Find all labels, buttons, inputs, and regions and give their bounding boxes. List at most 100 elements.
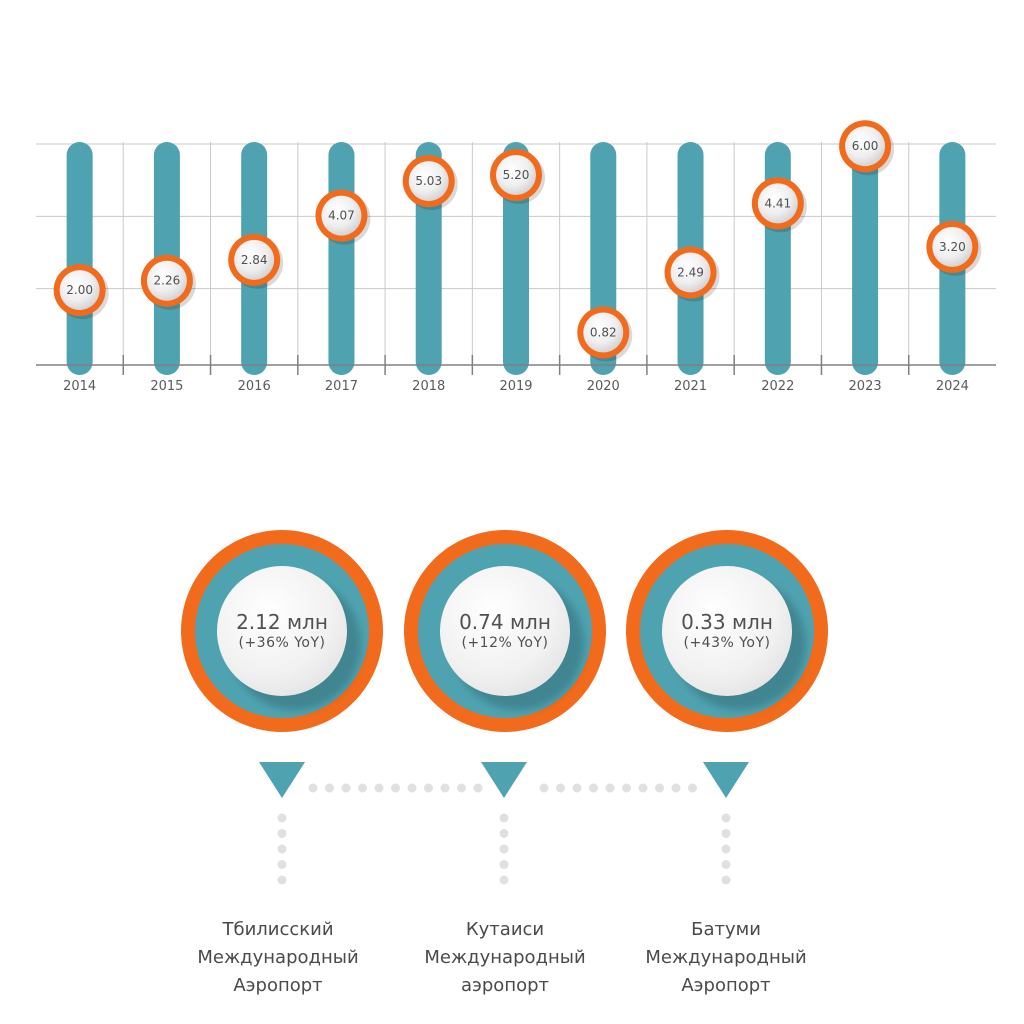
connector-dot — [499, 829, 509, 838]
data-label: 5.20 — [503, 168, 530, 182]
triangle-marker — [703, 762, 749, 798]
data-label: 6.00 — [852, 139, 879, 153]
x-tick-label: 2016 — [238, 379, 271, 394]
bar — [852, 142, 879, 375]
x-tick-label: 2020 — [587, 379, 620, 394]
airport-name-line: Международный — [197, 947, 359, 968]
connector-dot — [277, 813, 287, 823]
connector-dot — [499, 860, 509, 869]
connector-dot — [589, 783, 598, 793]
airport-name-line: аэропорт — [460, 975, 550, 996]
value-marker-center — [670, 252, 711, 293]
connector-dot — [391, 783, 400, 793]
connector-dot — [407, 783, 417, 793]
connector-dot — [499, 813, 509, 823]
triangle-marker — [259, 762, 305, 798]
x-tick-label: 2014 — [63, 379, 96, 394]
airport-card-tbilisi: 2.12 млн (+36% YoY) — [181, 530, 383, 732]
passenger-value: 2.12 млн — [236, 610, 328, 634]
value-marker-center — [146, 260, 187, 301]
connector-dot — [622, 783, 631, 793]
bar — [503, 142, 529, 375]
card-center: 2.12 млн (+36% YoY) — [217, 566, 347, 696]
connector-dot — [457, 783, 466, 793]
connector-dot — [325, 783, 334, 793]
yoy-change: (+12% YoY) — [461, 635, 549, 651]
airport-name-line: Аэропорт — [681, 975, 771, 996]
airport-card-kutaisi: 0.74 млн (+12% YoY) — [404, 530, 606, 732]
connector-dot — [556, 783, 565, 793]
data-label: 3.20 — [939, 240, 966, 254]
data-label: 2.49 — [677, 265, 704, 279]
data-label: 0.82 — [590, 326, 617, 340]
yoy-change: (+36% YoY) — [238, 635, 326, 651]
x-tick-label: 2024 — [936, 379, 969, 394]
connector-dot — [638, 783, 648, 793]
connector-dot — [721, 813, 731, 823]
connector-graphic — [259, 762, 749, 885]
x-tick-label: 2023 — [849, 379, 882, 394]
airport-name-line: Кутаиси — [465, 919, 545, 940]
value-marker-center — [496, 154, 536, 195]
data-label: 4.41 — [764, 196, 791, 210]
data-label: 2.00 — [66, 283, 93, 297]
connector-dot — [358, 783, 367, 793]
connector-dot — [277, 829, 287, 838]
connector-dot — [374, 783, 384, 793]
bar — [328, 142, 355, 375]
data-label: 2.26 — [154, 274, 181, 288]
airport-label-tbilisi: Тбилисский Международный Аэропорт — [158, 916, 398, 1000]
airport-label-batumi: Батуми Международный Аэропорт — [606, 916, 846, 1000]
connector-dot — [440, 783, 450, 793]
connector-dot — [539, 783, 549, 793]
connector-dot — [277, 844, 287, 854]
value-marker-center — [59, 270, 100, 311]
passenger-value: 0.33 млн — [681, 610, 773, 634]
value-marker-center — [932, 226, 973, 267]
x-tick-label: 2015 — [150, 379, 183, 394]
value-marker-center — [408, 161, 449, 202]
connector-dot — [277, 860, 287, 869]
connector-dot — [721, 844, 731, 854]
connector-dot — [721, 829, 731, 838]
connector-dot — [655, 783, 664, 793]
airport-name-line: Аэропорт — [233, 975, 323, 996]
passenger-value: 0.74 млн — [459, 610, 551, 634]
connector-dot — [308, 783, 318, 793]
airport-name-line: Международный — [424, 947, 586, 968]
airport-name-line: Батуми — [691, 919, 761, 940]
connector-dot — [277, 875, 287, 885]
connector-dot — [473, 783, 483, 793]
value-marker-center — [583, 312, 624, 353]
connector-dot — [341, 783, 351, 793]
data-label: 2.84 — [241, 253, 268, 267]
connector-dot — [721, 860, 731, 869]
airport-name-line: Тбилисский — [222, 919, 334, 940]
connector-dot — [572, 783, 582, 793]
data-label: 4.07 — [328, 209, 355, 223]
connector-dot — [688, 783, 697, 793]
x-tick-label: 2021 — [674, 379, 707, 394]
connector-dot — [605, 783, 615, 793]
airport-card-batumi: 0.33 млн (+43% YoY) — [626, 530, 828, 732]
connector-dot — [499, 844, 509, 854]
value-marker-center — [845, 126, 886, 167]
value-marker-center — [321, 195, 362, 236]
connector-dot — [424, 783, 433, 793]
bar — [66, 142, 93, 375]
card-center: 0.74 млн (+12% YoY) — [440, 566, 570, 696]
bar — [764, 142, 791, 375]
triangle-marker — [481, 762, 527, 798]
connector-dot — [671, 783, 681, 793]
x-tick-label: 2022 — [761, 379, 794, 394]
airport-label-kutaisi: Кутаиси Международный аэропорт — [385, 916, 625, 1000]
value-marker-center — [234, 239, 275, 280]
connector-dot — [721, 875, 731, 885]
data-label: 5.03 — [415, 174, 442, 188]
airport-cards: 2.12 млн (+36% YoY) 0.74 млн (+12% YoY) … — [0, 530, 1024, 732]
connector-dot — [499, 875, 509, 885]
x-tick-label: 2017 — [325, 379, 358, 394]
value-marker-center — [757, 183, 798, 224]
card-center: 0.33 млн (+43% YoY) — [662, 566, 792, 696]
